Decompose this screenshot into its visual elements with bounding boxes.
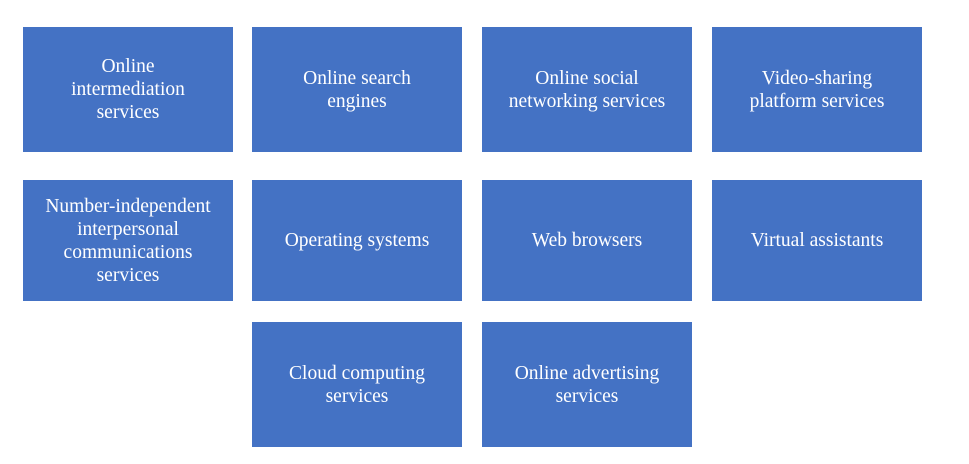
service-box-cloud-computing-services[interactable]: Cloud computing services: [252, 322, 462, 447]
service-box-label: Online search engines: [303, 67, 411, 112]
service-box-online-search-engines[interactable]: Online search engines: [252, 27, 462, 152]
service-box-label: Web browsers: [531, 230, 643, 251]
service-box-label: Virtual assistants: [750, 230, 884, 251]
service-box-label: Video-sharing platform services: [749, 67, 885, 112]
service-box-online-social-networking-services[interactable]: Online social networking services: [482, 27, 692, 152]
service-box-online-intermediation-services[interactable]: Online intermediation services: [23, 27, 233, 152]
service-box-web-browsers[interactable]: Web browsers: [482, 180, 692, 301]
service-box-virtual-assistants[interactable]: Virtual assistants: [712, 180, 922, 301]
service-box-label: Online social networking services: [508, 67, 666, 112]
service-box-online-advertising-services[interactable]: Online advertising services: [482, 322, 692, 447]
service-box-label: Cloud computing services: [289, 362, 425, 407]
service-box-operating-systems[interactable]: Operating systems: [252, 180, 462, 301]
service-box-label: Number-independent interpersonal communi…: [45, 195, 211, 286]
service-box-label: Online advertising services: [514, 362, 660, 407]
service-box-video-sharing-platform-services[interactable]: Video-sharing platform services: [712, 27, 922, 152]
service-box-label: Online intermediation services: [71, 56, 185, 123]
service-box-label: Operating systems: [284, 230, 430, 251]
service-box-number-independent-interpersonal-communications-services[interactable]: Number-independent interpersonal communi…: [23, 180, 233, 301]
